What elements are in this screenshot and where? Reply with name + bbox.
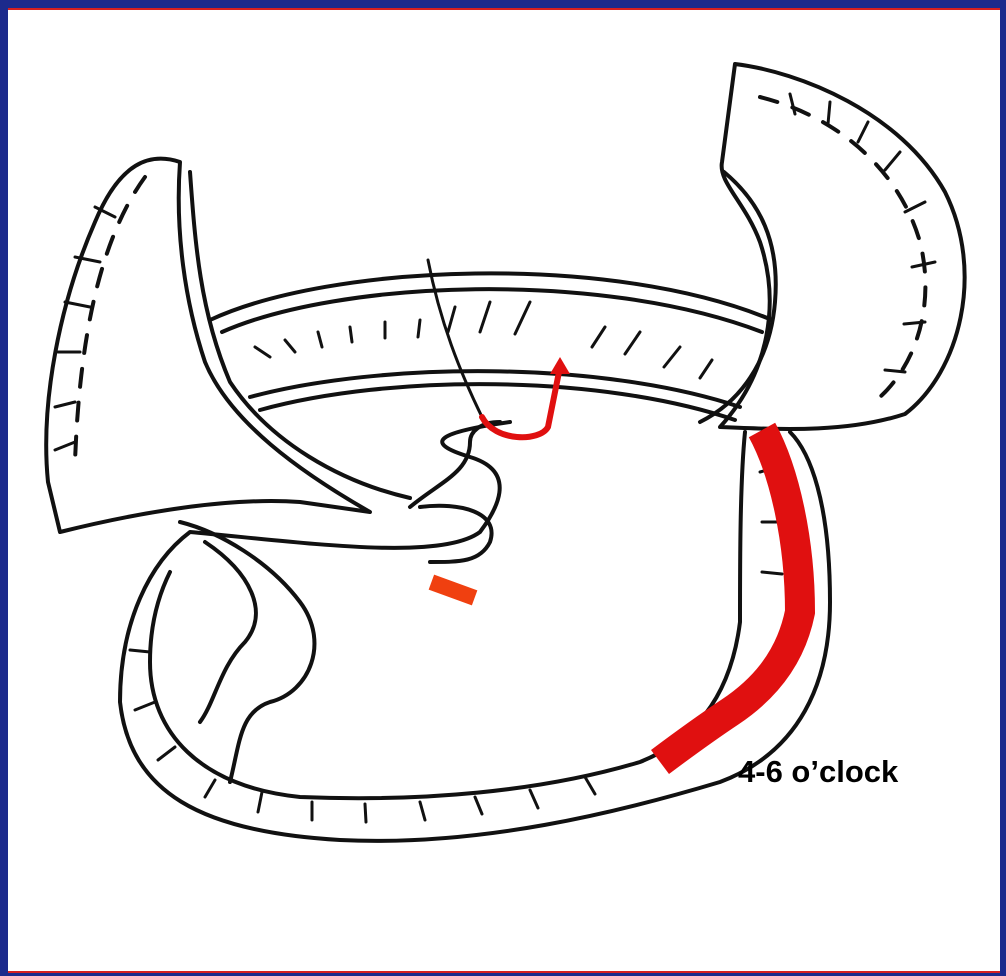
right-flap-dash [760, 97, 925, 397]
clock-position-label: 4-6 o’clock [738, 754, 898, 790]
right-flap-hatching [790, 94, 935, 372]
left-flap-dash [75, 177, 145, 462]
upper-ring-hatching [255, 302, 712, 378]
anatomy-line-drawing [8, 10, 1000, 971]
probe-line [428, 260, 482, 417]
upper-ring-inner-2 [260, 384, 735, 420]
curved-arrow-path [482, 367, 560, 437]
diagram-canvas: 4-6 o’clock [8, 8, 1000, 973]
upper-ring-mid [222, 289, 762, 332]
leaflet-fold [200, 542, 256, 722]
leaflet-upper [420, 506, 492, 562]
highlight-group [482, 357, 800, 762]
right-flap-inner [700, 172, 776, 422]
upper-ring-outer [210, 273, 772, 320]
leaflet-lower [180, 522, 314, 782]
marker-dash [429, 575, 478, 606]
right-flap-outer [720, 64, 965, 429]
lower-chamber-hatching [130, 467, 782, 822]
left-flap-inner [190, 172, 410, 498]
arrow-head [550, 357, 570, 374]
lesion-highlight-band [660, 430, 800, 762]
